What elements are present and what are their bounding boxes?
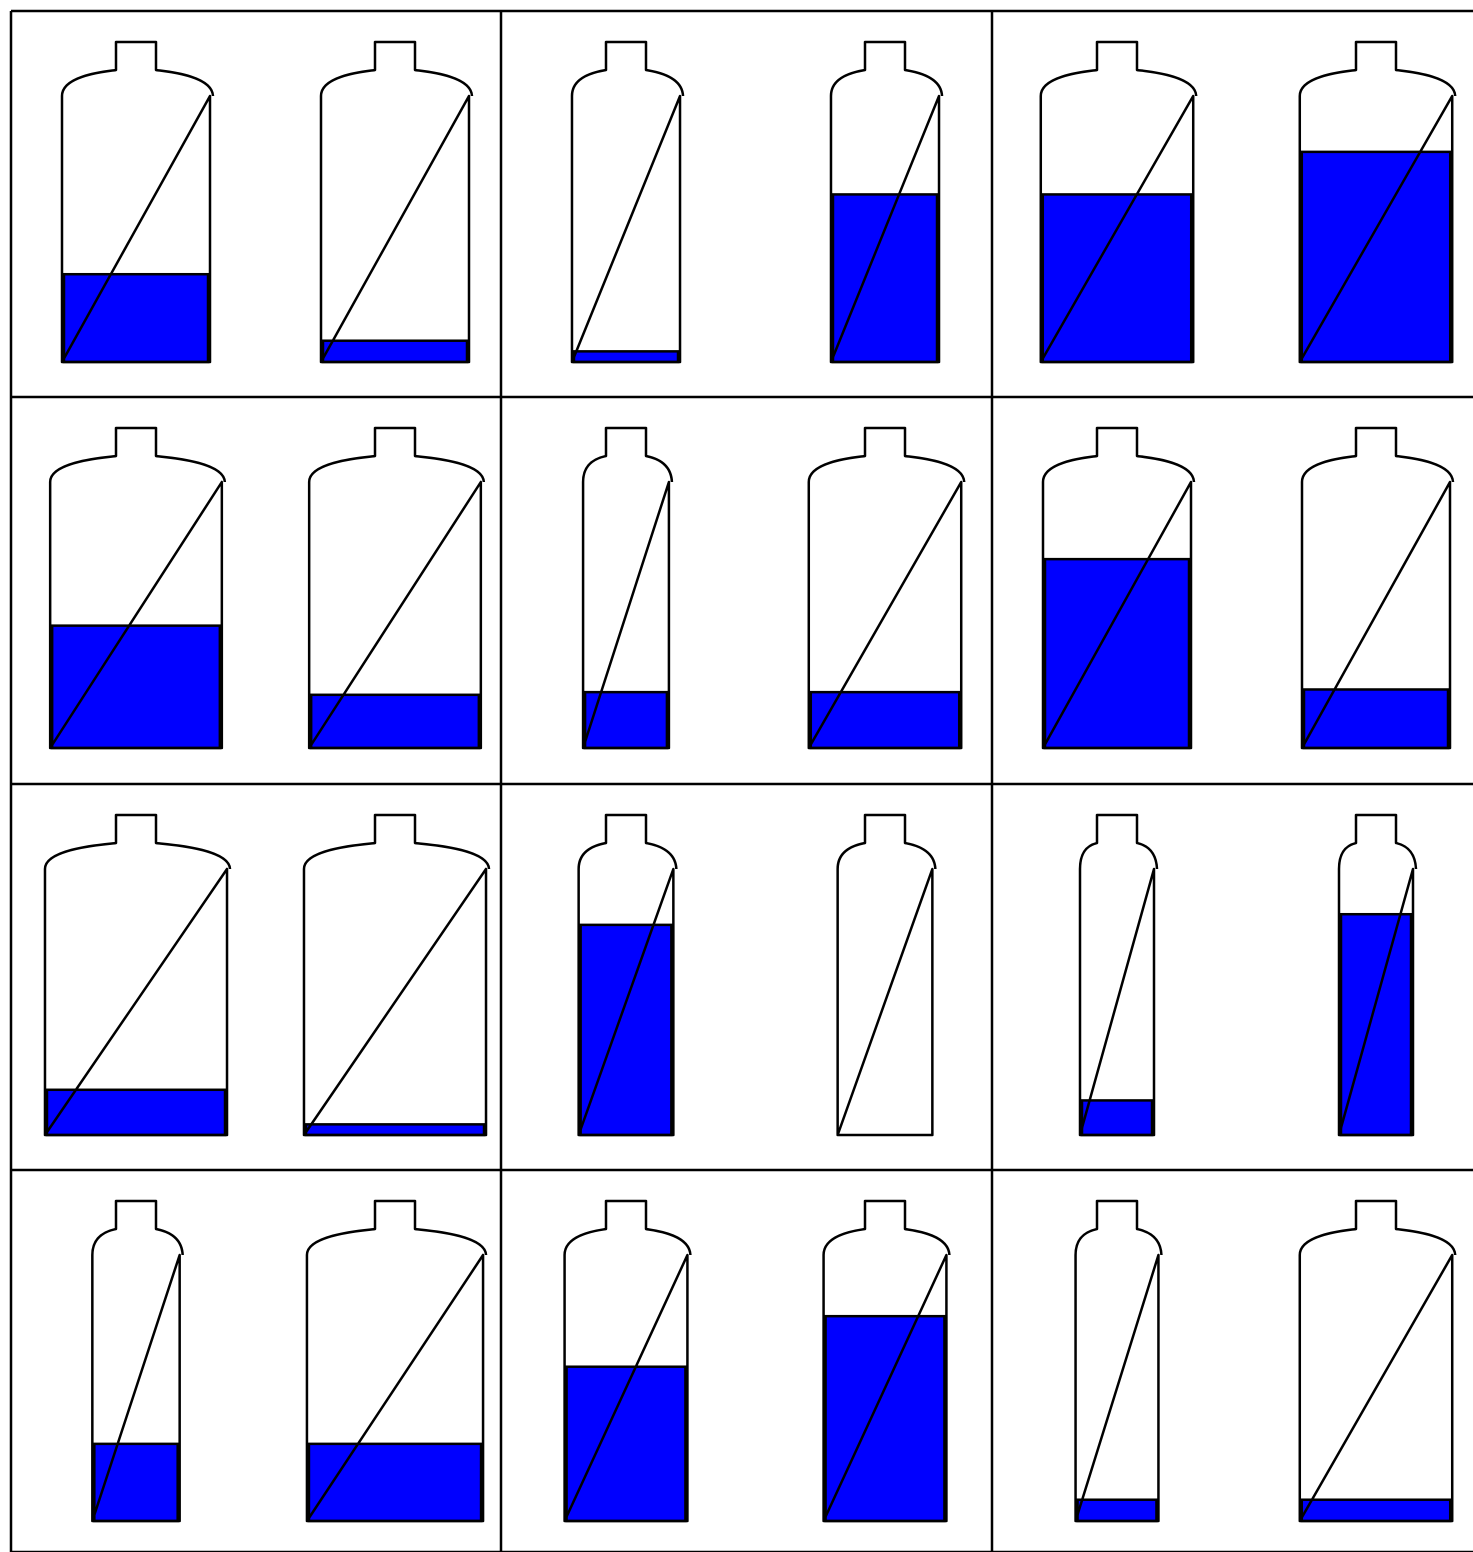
liquid-fill <box>94 1444 177 1521</box>
cell-r3-c3 <box>1080 815 1416 1135</box>
bottle <box>838 815 936 1135</box>
liquid-fill <box>826 1316 945 1521</box>
liquid-fill <box>1078 1500 1157 1521</box>
bottle <box>50 428 225 748</box>
cell-r3-c2 <box>579 815 936 1135</box>
bottle <box>45 815 230 1135</box>
bottle <box>309 428 484 748</box>
liquid-fill <box>811 692 959 748</box>
bottle <box>92 1201 182 1521</box>
bottle-outline <box>1076 1201 1162 1521</box>
bottle-outline <box>1300 1201 1455 1521</box>
bottle <box>304 815 489 1135</box>
liquid-fill <box>1341 914 1411 1135</box>
liquid-fill <box>1302 152 1450 362</box>
cell-r2-c1 <box>50 428 484 748</box>
liquid-fill <box>833 194 937 362</box>
bottle <box>1302 428 1453 748</box>
liquid-fill <box>574 351 678 362</box>
cell-r4-c1 <box>92 1201 486 1521</box>
bottle-outline <box>321 42 472 362</box>
bottle <box>809 428 964 748</box>
liquid-fill <box>47 1090 225 1135</box>
liquid-fill <box>311 695 479 748</box>
cell-r1-c3 <box>1041 42 1455 362</box>
cell-r4-c3 <box>1076 1201 1456 1521</box>
bottle-outline <box>572 42 683 362</box>
liquid-fill <box>309 1444 481 1521</box>
bottle <box>579 815 677 1135</box>
bottle <box>1043 428 1194 748</box>
liquid-fill <box>306 1124 484 1135</box>
liquid-fill <box>1304 689 1448 748</box>
bottle <box>831 42 942 362</box>
bottle <box>824 1201 950 1521</box>
cell-r1-c1 <box>62 42 472 362</box>
bottle-outline <box>1080 815 1157 1135</box>
bottle <box>565 1201 691 1521</box>
cell-r4-c2 <box>565 1201 950 1521</box>
cell-r2-c3 <box>1043 428 1453 748</box>
bottle <box>1080 815 1157 1135</box>
bottle-outline <box>304 815 489 1135</box>
bottle <box>1300 42 1455 362</box>
cell-r1-c2 <box>572 42 942 362</box>
cell-r2-c2 <box>583 428 964 748</box>
bottle-outline <box>45 815 230 1135</box>
liquid-fill <box>52 626 220 748</box>
liquid-fill <box>581 925 672 1135</box>
bottle <box>1041 42 1196 362</box>
bottle <box>307 1201 486 1521</box>
bottle <box>1300 1201 1455 1521</box>
bottle <box>1076 1201 1162 1521</box>
liquid-fill <box>1302 1500 1450 1521</box>
bottle-outline <box>838 815 936 1135</box>
bottle <box>1339 815 1416 1135</box>
liquid-fill <box>1043 194 1191 362</box>
bottle <box>62 42 213 362</box>
bottle <box>321 42 472 362</box>
liquid-fill <box>1045 559 1189 748</box>
bottle <box>572 42 683 362</box>
cell-r3-c1 <box>45 815 489 1135</box>
liquid-fill <box>323 341 467 362</box>
liquid-fill <box>1082 1100 1152 1135</box>
bottle <box>583 428 672 748</box>
